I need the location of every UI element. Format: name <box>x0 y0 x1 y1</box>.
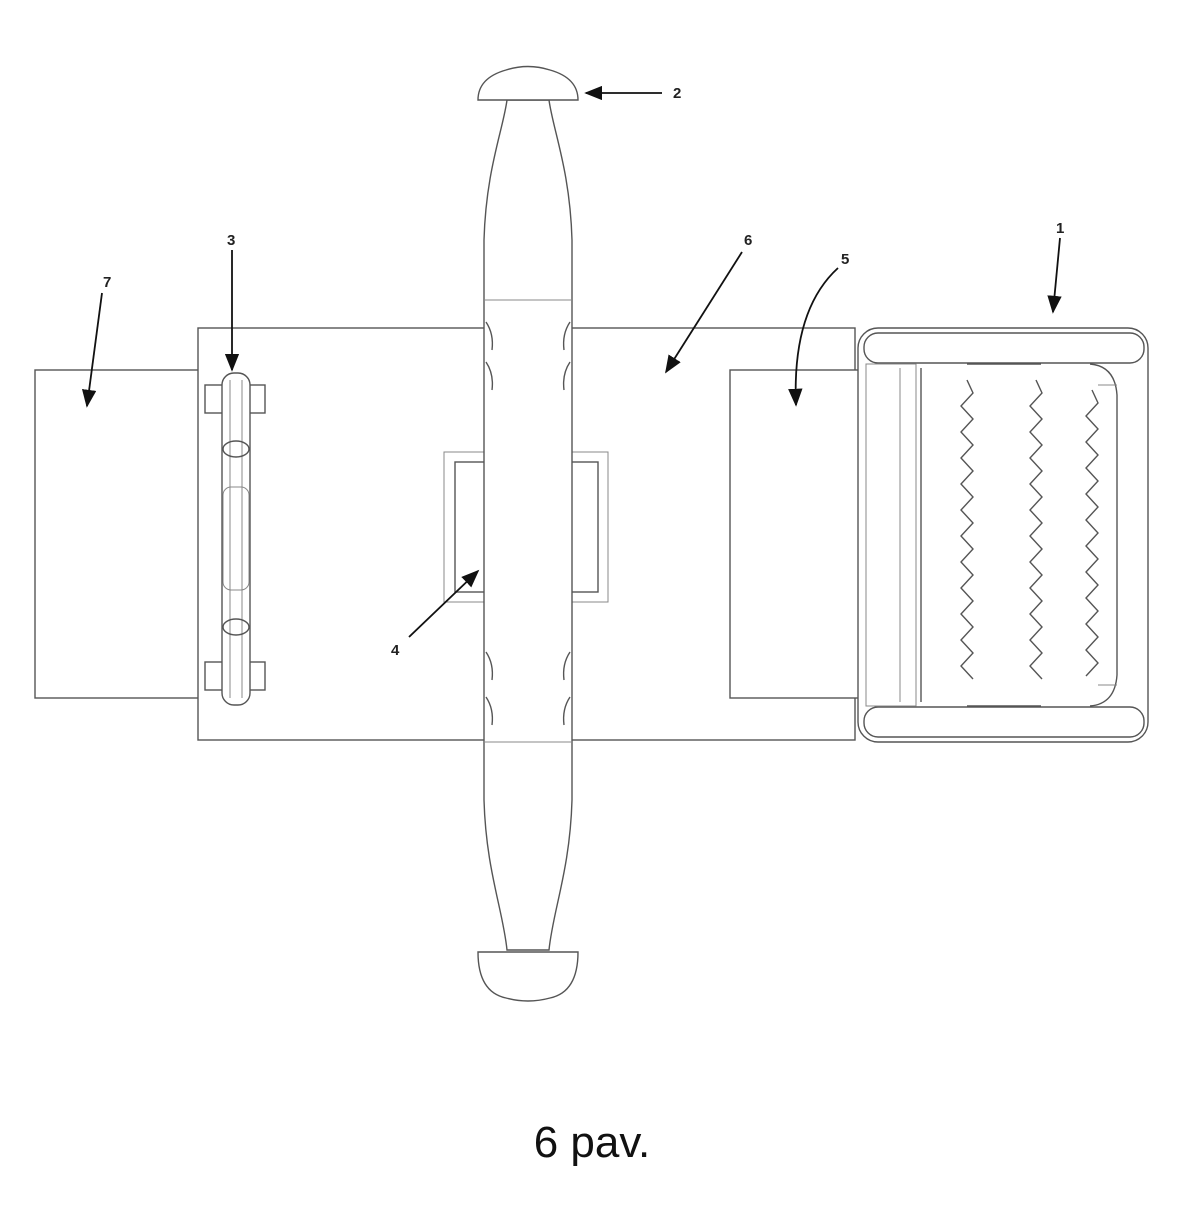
label-main-panel: 6 <box>744 232 752 249</box>
right-strap <box>730 370 870 698</box>
label-buckle: 1 <box>1056 220 1064 237</box>
label-inner-pad: 4 <box>391 642 400 659</box>
label-right-strap: 5 <box>841 251 849 268</box>
left-strap <box>35 370 200 698</box>
buckle <box>858 328 1148 742</box>
label-ring: 3 <box>227 232 235 249</box>
figure-caption: 6 pav. <box>0 1118 1184 1168</box>
label-left-strap: 7 <box>103 274 111 291</box>
handle <box>478 67 578 1002</box>
label-handle: 2 <box>673 85 681 102</box>
